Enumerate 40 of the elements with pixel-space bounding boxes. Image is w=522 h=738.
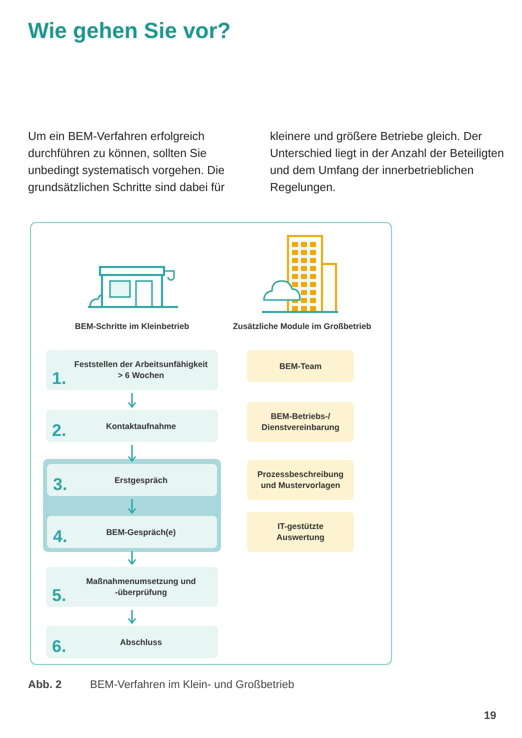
module-box xyxy=(247,512,354,552)
step-box xyxy=(46,626,218,658)
page-title: Wie gehen Sie vor? xyxy=(28,18,231,44)
step-number: 1. xyxy=(52,369,66,389)
column-heading: Zusätzliche Module im Großbetrieb xyxy=(232,321,372,331)
step-number: 3. xyxy=(53,475,68,495)
module-label: IT-gestützte Auswertung xyxy=(276,521,326,543)
step-number: 2. xyxy=(52,421,66,441)
step-box xyxy=(47,464,217,496)
step-label: Abschluss xyxy=(119,636,163,648)
arrow xyxy=(128,610,136,624)
figure-caption: BEM-Verfahren im Klein- und Großbetrieb xyxy=(90,678,294,693)
step-box xyxy=(46,350,218,390)
step-label: Erstgespräch xyxy=(113,474,169,487)
highlight-band xyxy=(43,459,221,552)
column-heading: BEM-Schritte im Kleinbetrieb xyxy=(74,321,190,331)
step-number: 5. xyxy=(52,586,66,606)
module-box xyxy=(247,402,354,442)
figure-number: Abb. 2 xyxy=(28,678,62,693)
step-box xyxy=(46,410,218,442)
body-paragraph: Um ein BEM-Verfahren erfolgreich durchführen zu können, sollten Sie unbedingt systematisch vorgehen. Die grundsätzlichen Schritte sind dabei für xyxy=(28,129,226,196)
body-paragraph: kleinere und größere Betriebe gleich. Der Unterschied liegt in der Anzahl der Beteiligten und dem Umfang der innerbetrieblichen Regelungen. xyxy=(270,129,505,196)
module-label: BEM-Betriebs-/ Dienstvereinbarung xyxy=(260,411,340,433)
arrow xyxy=(128,551,136,565)
module-box xyxy=(247,460,354,500)
module-label: BEM-Team xyxy=(278,360,323,372)
arrow xyxy=(128,499,136,514)
step-box xyxy=(47,516,217,548)
arrow xyxy=(128,393,136,408)
step-label: Kontaktaufnahme xyxy=(104,420,178,432)
arrow xyxy=(128,445,136,462)
step-box xyxy=(46,567,218,607)
step-label: Maßnahmenumsetzung und -überprüfung xyxy=(85,575,197,599)
module-label: Prozessbeschreibung und Mustervorlagen xyxy=(256,469,345,491)
step-label: Feststellen der Arbeitsunfähigkeit > 6 Wochen xyxy=(73,358,209,382)
page-number: 19 xyxy=(484,709,496,724)
module-box xyxy=(247,350,354,382)
step-label: BEM-Gespräch(e) xyxy=(105,526,177,539)
step-number: 6. xyxy=(52,637,66,657)
step-number: 4. xyxy=(53,527,68,547)
